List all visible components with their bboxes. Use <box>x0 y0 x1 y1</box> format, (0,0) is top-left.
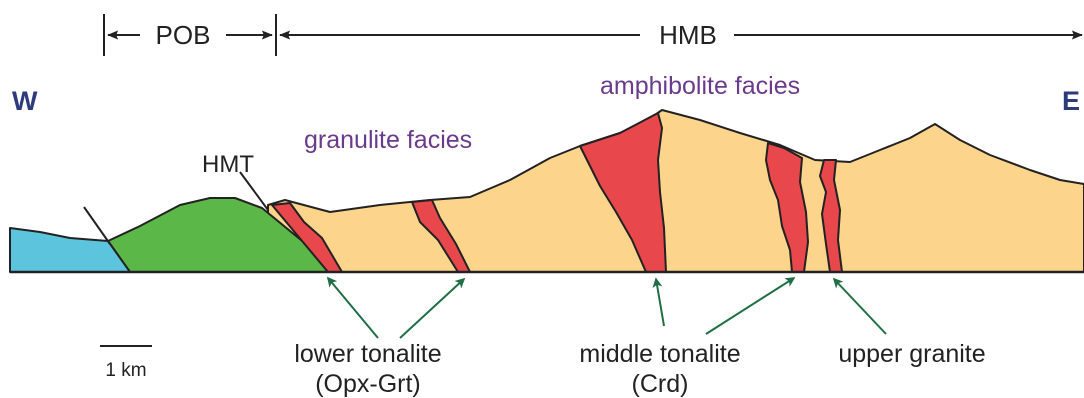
blue-terrain <box>10 228 130 272</box>
arrow-middle-tonalite-2 <box>706 278 794 334</box>
west-label: W <box>12 86 38 116</box>
hmt-label: HMT <box>202 151 254 178</box>
lower-tonalite-label: lower tonalite <box>294 340 441 368</box>
hmb-label: HMB <box>659 20 717 50</box>
arrow-upper-granite <box>834 279 886 334</box>
granulite-facies-label: granulite facies <box>304 126 472 154</box>
scale-label: 1 km <box>105 360 146 381</box>
east-label: E <box>1062 86 1080 116</box>
middle-tonalite-label: middle tonalite <box>579 340 740 368</box>
arrow-middle-tonalite-1 <box>656 279 664 326</box>
middle-tonalite-sublabel: (Crd) <box>632 370 689 398</box>
arrow-lower-tonalite-2 <box>400 279 464 338</box>
upper-granite-label: upper granite <box>838 340 985 368</box>
pob-label: POB <box>156 20 211 50</box>
lower-tonalite-sublabel: (Opx-Grt) <box>315 370 421 398</box>
arrow-lower-tonalite-1 <box>328 278 378 338</box>
amphibolite-facies-label: amphibolite facies <box>600 72 800 100</box>
